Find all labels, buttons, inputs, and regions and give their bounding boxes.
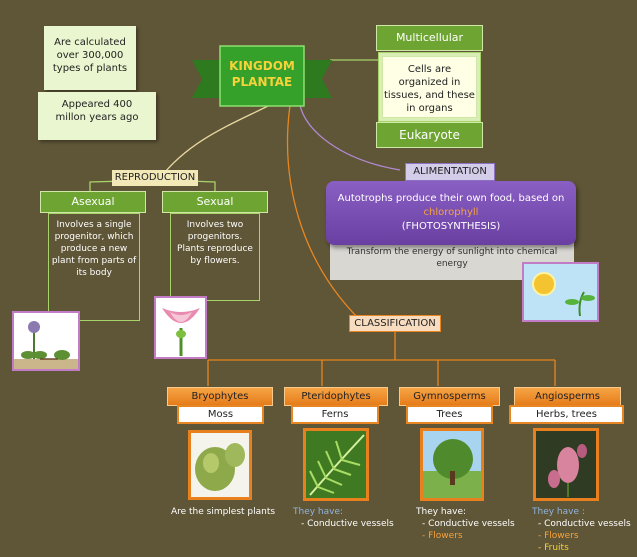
bryophytes-name: Bryophytes bbox=[191, 391, 249, 402]
plant-runner-icon bbox=[14, 321, 78, 369]
asexual-plant-image bbox=[12, 311, 80, 371]
species-note: Are calculated over 300,000 types of pla… bbox=[44, 26, 136, 90]
alimentation-main-text: Autotrophs produce their own food, based… bbox=[337, 193, 565, 204]
sexual-box: Involves two progenitors. Plants reprodu… bbox=[170, 213, 260, 301]
sun-icon bbox=[532, 272, 595, 317]
organization-text: Cells are organized in tissues, and thes… bbox=[382, 56, 477, 118]
bryophytes-desc-text: Are the simplest plants bbox=[170, 507, 276, 517]
gymnosperms-have: They have: bbox=[416, 507, 467, 517]
alimentation-sub-text: Transform the energy of sunlight into ch… bbox=[346, 247, 558, 269]
gymnosperms-example-text: Trees bbox=[436, 409, 463, 420]
age-note-text: Appeared 400 millon years ago bbox=[55, 99, 139, 123]
classification-label: CLASSIFICATION bbox=[349, 315, 441, 332]
angiosperms-example: Herbs, trees bbox=[509, 405, 624, 424]
blossom-icon bbox=[536, 431, 596, 498]
title-ribbon: KINGDOM PLANTAE bbox=[192, 40, 332, 112]
angiosperms-trait-flowers: - Flowers bbox=[538, 531, 579, 541]
multicellular-box: Multicellular bbox=[376, 25, 483, 51]
angiosperms-example-text: Herbs, trees bbox=[535, 409, 598, 420]
bryophytes-example: Moss bbox=[177, 405, 264, 424]
eukaryote-text: Eukaryote bbox=[399, 128, 460, 142]
classification-label-text: CLASSIFICATION bbox=[354, 318, 436, 329]
sexual-header: Sexual bbox=[162, 191, 268, 213]
sexual-title: Sexual bbox=[196, 195, 234, 208]
title-line1: KINGDOM bbox=[229, 59, 295, 73]
asexual-title: Asexual bbox=[71, 195, 115, 208]
gymnosperms-header: Gymnosperms bbox=[399, 387, 500, 406]
alimentation-label: ALIMENTATION bbox=[405, 163, 495, 181]
angiosperms-trait-fruits: - Fruits bbox=[538, 543, 569, 553]
alimentation-label-text: ALIMENTATION bbox=[413, 166, 487, 177]
asexual-header: Asexual bbox=[40, 191, 146, 213]
pteridophytes-name: Pteridophytes bbox=[301, 391, 371, 402]
angiosperm-image bbox=[533, 428, 599, 501]
angiosperms-trait-vessels: - Conductive vessels bbox=[538, 519, 631, 529]
tree-image bbox=[420, 428, 484, 501]
gymnosperms-name: Gymnosperms bbox=[413, 391, 486, 402]
sexual-text: Involves two progenitors. Plants reprodu… bbox=[177, 220, 253, 266]
organization-box: Cells are organized in tissues, and thes… bbox=[378, 52, 481, 122]
asexual-text: Involves a single progenitor, which prod… bbox=[51, 220, 137, 278]
angiosperms-traits: They have : - Conductive vessels - Flowe… bbox=[532, 506, 637, 554]
bryophytes-example-text: Moss bbox=[207, 409, 234, 420]
pteridophytes-header: Pteridophytes bbox=[284, 387, 388, 406]
reproduction-label: REPRODUCTION bbox=[112, 170, 198, 186]
eukaryote-box: Eukaryote bbox=[376, 122, 483, 148]
age-note: Appeared 400 millon years ago bbox=[38, 92, 156, 140]
pteridophytes-example: Ferns bbox=[291, 405, 379, 424]
photosynthesis-text: (FHOTOSYNTHESIS) bbox=[401, 221, 501, 232]
gymnosperms-trait-vessels: - Conductive vessels bbox=[422, 519, 515, 529]
multicellular-text: Multicellular bbox=[395, 31, 464, 44]
title-line2: PLANTAE bbox=[231, 75, 293, 89]
flower-icon bbox=[162, 308, 200, 356]
pteridophytes-trait-vessels: - Conductive vessels bbox=[301, 519, 394, 529]
moss-icon bbox=[195, 443, 245, 491]
chlorophyll-text: chlorophyll bbox=[423, 207, 479, 218]
angiosperms-name: Angiosperms bbox=[534, 391, 601, 402]
species-note-text: Are calculated over 300,000 types of pla… bbox=[52, 37, 128, 74]
fern-image bbox=[303, 428, 369, 501]
gymnosperms-example: Trees bbox=[406, 405, 493, 424]
bryophytes-desc: Are the simplest plants bbox=[168, 506, 278, 518]
reproduction-label-text: REPRODUCTION bbox=[114, 172, 196, 183]
pteridophytes-traits: They have: - Conductive vessels bbox=[293, 506, 403, 530]
angiosperms-have: They have : bbox=[532, 507, 585, 517]
angiosperms-header: Angiosperms bbox=[514, 387, 621, 406]
alimentation-box: Autotrophs produce their own food, based… bbox=[326, 181, 576, 245]
gymnosperms-traits: They have: - Conductive vessels - Flower… bbox=[416, 506, 526, 542]
pteridophytes-example-text: Ferns bbox=[321, 409, 349, 420]
pteridophytes-have: They have: bbox=[293, 507, 344, 517]
bryophytes-header: Bryophytes bbox=[167, 387, 273, 406]
ribbon-shape bbox=[192, 45, 332, 107]
flower-image bbox=[154, 296, 207, 359]
asexual-box: Involves a single progenitor, which prod… bbox=[48, 213, 140, 321]
sun-plant-image bbox=[522, 262, 599, 322]
fern-icon bbox=[306, 431, 366, 498]
gymnosperms-trait-flowers: - Flowers bbox=[422, 531, 463, 541]
moss-image bbox=[188, 430, 252, 500]
tree-icon bbox=[423, 431, 481, 498]
